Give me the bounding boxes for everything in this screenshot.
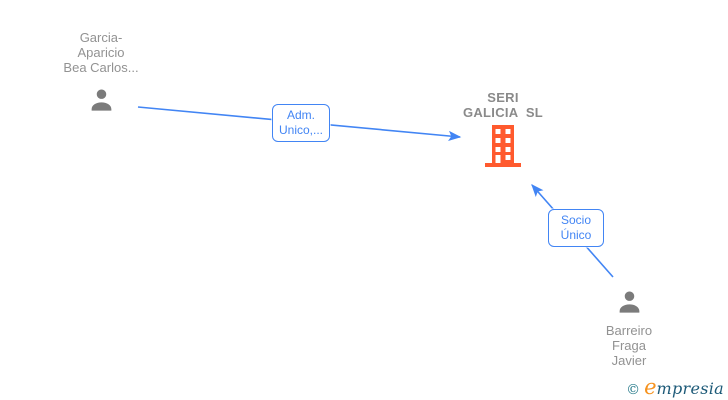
empresia-logo[interactable]: © e mpresia <box>626 375 724 399</box>
node-label: Barreiro Fraga Javier <box>606 323 652 368</box>
building-icon <box>485 125 521 167</box>
node-label-line: Bea Carlos... <box>63 60 139 75</box>
person-icon <box>619 291 639 313</box>
node-label-line: Garcia- <box>79 30 123 45</box>
node-label-line: SERI <box>487 90 519 105</box>
edge-label-line: Adm. <box>287 108 316 122</box>
brand-name: mpresia <box>656 379 724 398</box>
person-icon <box>91 89 111 111</box>
node-label-line: Fraga <box>612 338 646 353</box>
edge-label-socio-unico[interactable]: Socio Único <box>548 209 604 247</box>
edge-label-line: Socio <box>560 213 592 227</box>
edge-label-adm-unico[interactable]: Adm. Unico,... <box>272 104 331 142</box>
edge-label-line: Unico,... <box>279 123 324 137</box>
node-label-line: Javier <box>611 353 647 368</box>
node-label-line: GALICIA SL <box>462 105 544 120</box>
node-barreiro-fraga-javier[interactable]: Barreiro Fraga Javier <box>549 286 709 368</box>
node-label: Garcia- Aparicio Bea Carlos... <box>63 30 138 75</box>
node-garcia-aparicio[interactable]: Garcia- Aparicio Bea Carlos... <box>21 30 181 116</box>
copyright-icon: © <box>626 382 641 398</box>
node-seri-galicia-sl[interactable]: SERI GALICIA SL <box>423 90 583 167</box>
node-label: SERI GALICIA SL <box>463 90 543 120</box>
node-label-line: Aparicio <box>77 45 125 60</box>
brand-initial: e <box>644 375 657 399</box>
edge-label-line: Único <box>560 228 592 242</box>
node-label-line: Barreiro <box>605 323 653 338</box>
